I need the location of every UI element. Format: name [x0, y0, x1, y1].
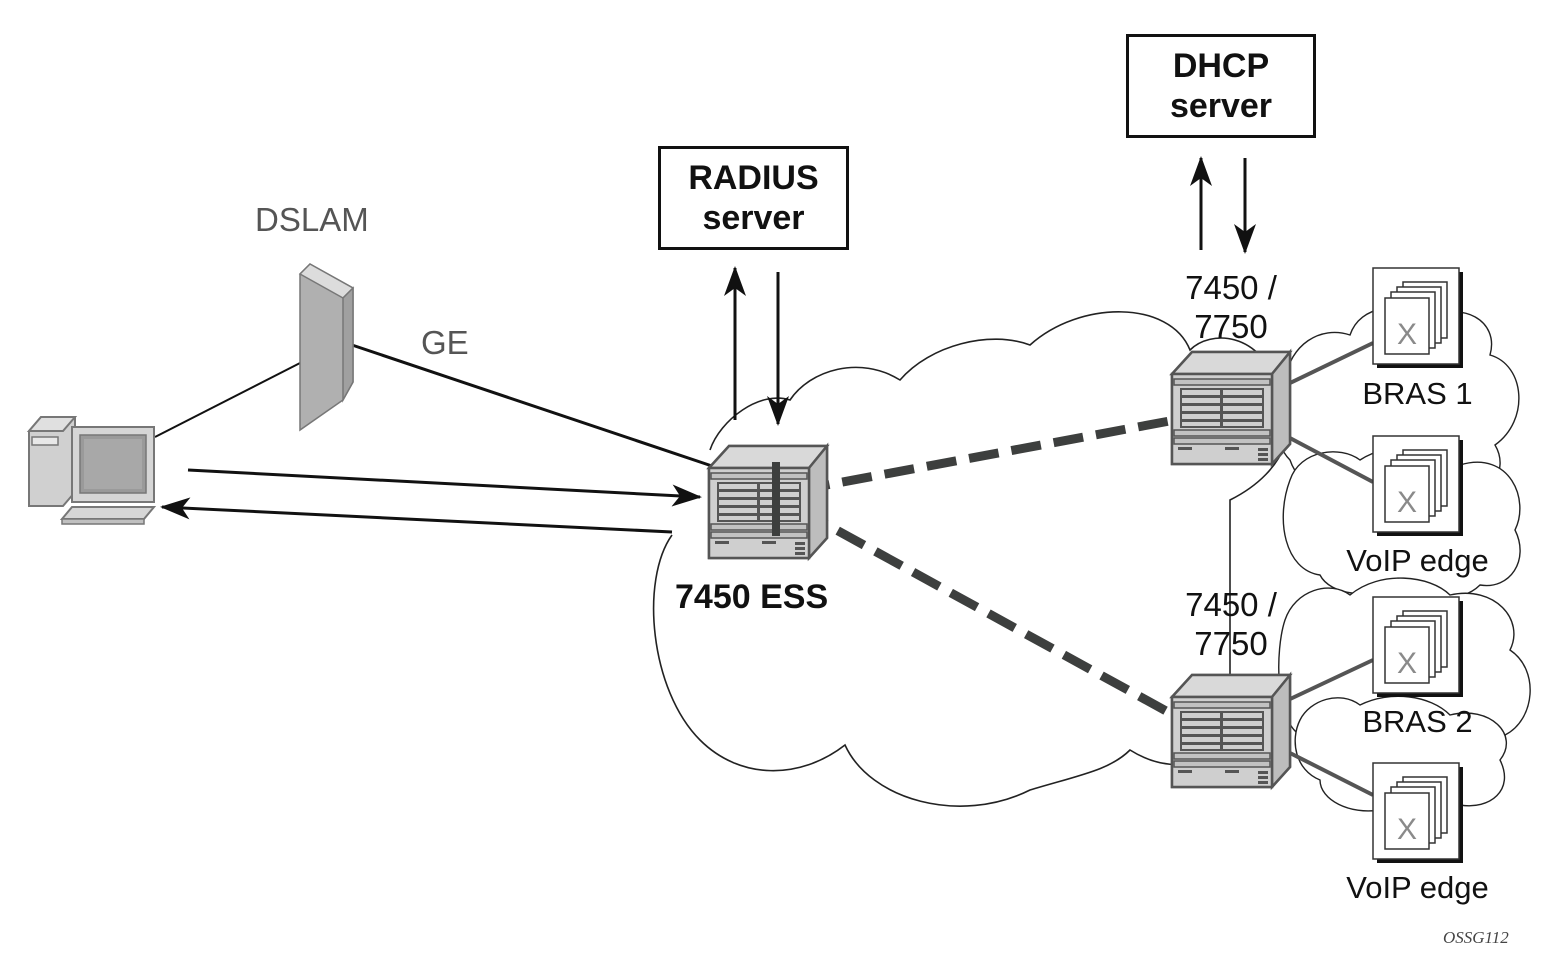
dhcp-server-line2: server: [1169, 87, 1273, 125]
router-bottom-icon: [1170, 673, 1292, 789]
ess-router-bottom-dashed-link: [797, 506, 1171, 716]
voip1-app-icon: X: [1372, 435, 1464, 537]
core-network-cloud: [652, 311, 1291, 807]
router-bottom-label: 7450 / 7750: [1176, 585, 1286, 663]
bras1-label: BRAS 1: [1362, 376, 1473, 411]
svg-text:X: X: [1397, 647, 1417, 680]
radius-server-line1: RADIUS: [688, 159, 819, 197]
ess-router-icon: [707, 444, 829, 560]
ess-label: 7450 ESS: [675, 578, 829, 616]
router-top-label: 7450 / 7750: [1176, 268, 1286, 346]
ge-link-label: GE: [421, 324, 469, 361]
ge-link: [351, 343, 713, 468]
bras2-app-icon: X: [1372, 596, 1464, 698]
ess-to-client-arrow: [160, 497, 673, 534]
radius-server-line2: server: [702, 199, 805, 237]
svg-text:X: X: [1397, 318, 1417, 351]
router-top-label-line1: 7450 /: [1185, 269, 1277, 306]
router-top-voip1-link: [1287, 435, 1374, 484]
router-top-bras1-link: [1287, 341, 1374, 386]
radius-server-box: RADIUS server: [658, 146, 849, 250]
dhcp-server-box: DHCP server: [1126, 34, 1316, 138]
client-to-ess-arrow: [187, 468, 702, 507]
ess-router-top-dashed-link: [799, 415, 1176, 495]
dslam-icon: [298, 263, 355, 432]
router-top-label-line2: 7750: [1194, 308, 1268, 345]
voip2-app-icon: X: [1372, 762, 1464, 864]
voip1-label: VoIP edge: [1346, 543, 1489, 578]
router-top-icon: [1170, 350, 1292, 466]
figure-id: OSSG112: [1443, 928, 1509, 947]
dhcp-server-line1: DHCP: [1172, 47, 1270, 85]
bras2-label: BRAS 2: [1362, 704, 1473, 739]
client-dslam-link: [154, 361, 303, 438]
svg-text:X: X: [1397, 813, 1417, 846]
router-bottom-label-line1: 7450 /: [1185, 586, 1277, 623]
bras1-app-icon: X: [1372, 267, 1464, 369]
svg-text:X: X: [1397, 486, 1417, 519]
router-bottom-bras2-link: [1287, 658, 1374, 702]
voip2-label: VoIP edge: [1346, 870, 1489, 905]
dslam-label: DSLAM: [255, 201, 369, 238]
client-pc-icon: [26, 416, 157, 525]
router-bottom-label-line2: 7750: [1194, 625, 1268, 662]
router-bottom-voip2-link: [1287, 750, 1374, 797]
